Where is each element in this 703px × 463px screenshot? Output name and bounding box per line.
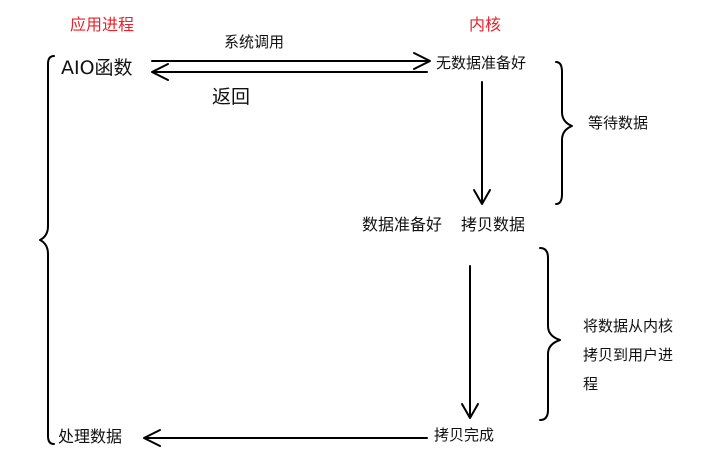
return-arrowhead	[151, 63, 169, 81]
app-process-brace	[39, 55, 55, 445]
process-data-node: 处理数据	[58, 427, 123, 446]
no-data-ready-node: 无数据准备好	[436, 54, 527, 72]
copy-data-node: 拷贝数据	[461, 215, 526, 234]
copy-to-user-brace	[539, 247, 561, 421]
data-ready-node: 数据准备好	[362, 215, 443, 234]
aio-function-node: AIO函数	[61, 57, 133, 79]
wait-data-brace	[555, 61, 573, 205]
copy-done-node: 拷贝完成	[434, 426, 495, 444]
return-label: 返回	[212, 86, 251, 108]
kernel-header: 内核	[469, 15, 502, 34]
app-process-header: 应用进程	[70, 15, 135, 34]
done-arrowhead	[143, 429, 161, 447]
wait-data-label: 等待数据	[588, 114, 649, 132]
copy-arrowhead	[461, 403, 479, 419]
wait-arrowhead	[473, 189, 491, 205]
copy-to-user-label: 将数据从内核拷贝到用户进程	[583, 317, 674, 393]
syscall-label: 系统调用	[224, 33, 285, 51]
syscall-arrowhead	[413, 52, 431, 70]
